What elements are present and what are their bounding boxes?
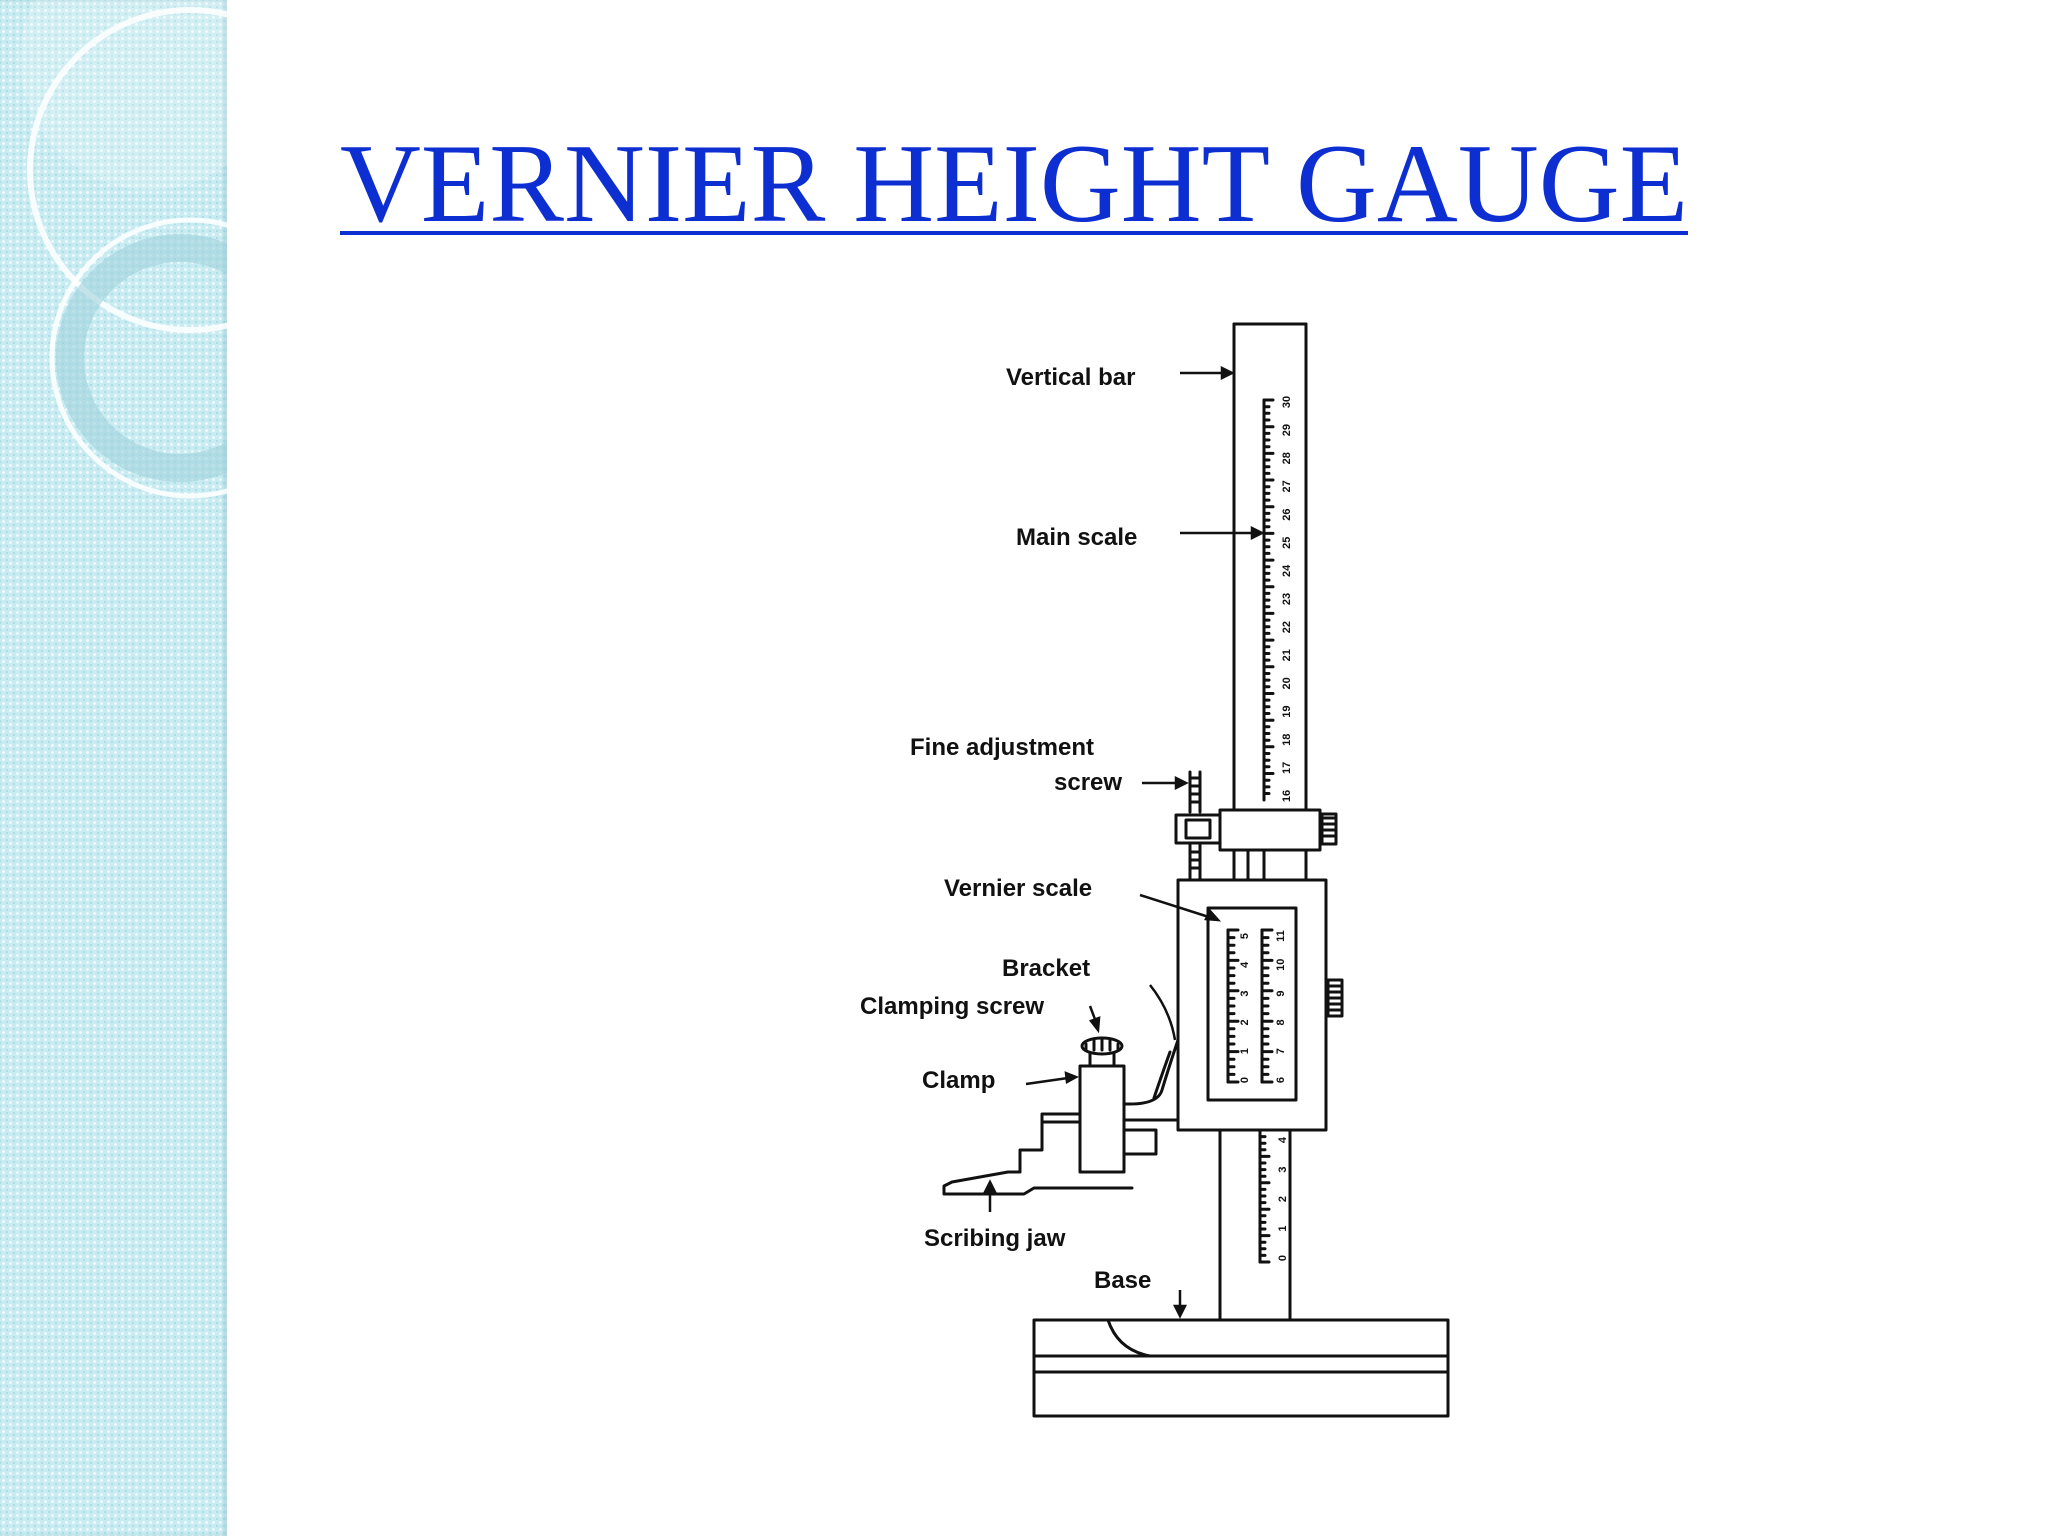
bracket xyxy=(1116,1038,1180,1106)
main-scale-number: 26 xyxy=(1281,508,1293,520)
label-main-scale: Main scale xyxy=(1016,524,1137,551)
main-scale-number: 16 xyxy=(1281,790,1293,802)
main-scale-upper xyxy=(1262,398,1275,802)
main-scale-number: 0 xyxy=(1277,1255,1289,1261)
vernier-scale-number: 0 xyxy=(1239,1077,1251,1083)
label-vertical-bar: Vertical bar xyxy=(1006,364,1135,391)
main-scale-number: 22 xyxy=(1281,621,1293,633)
main-scale-number: 21 xyxy=(1281,649,1293,661)
main-scale-number: 27 xyxy=(1281,480,1293,492)
vernier-slider xyxy=(1176,878,1344,1132)
label-fine-adjustment-line2: screw xyxy=(1054,769,1122,796)
vernier-scale-number: 11 xyxy=(1275,930,1287,942)
decorative-rings xyxy=(20,0,227,499)
label-clamping-screw: Clamping screw xyxy=(860,993,1044,1020)
vernier-scale-number: 2 xyxy=(1239,1019,1251,1025)
label-clamp: Clamp xyxy=(922,1067,995,1094)
vernier-scale-left-numbers: 0 1 2 3 4 5 xyxy=(1239,933,1251,1083)
main-scale-number: 3 xyxy=(1277,1166,1289,1172)
label-scribing-jaw: Scribing jaw xyxy=(924,1225,1066,1252)
main-scale-number: 19 xyxy=(1281,705,1293,717)
fine-adjustment-screw xyxy=(1188,770,1202,882)
vernier-scale-number: 6 xyxy=(1275,1077,1287,1083)
main-scale-number: 30 xyxy=(1281,396,1293,408)
gauge-base xyxy=(1032,1318,1450,1418)
main-scale-number: 4 xyxy=(1277,1136,1289,1143)
vernier-scale-number: 9 xyxy=(1275,991,1287,997)
vernier-scale-number: 3 xyxy=(1239,991,1251,997)
scribing-jaw xyxy=(942,1112,1134,1196)
vertical-bar xyxy=(1218,322,1308,1322)
main-scale-number: 23 xyxy=(1281,593,1293,605)
main-scale-upper-numbers: 16 17 18 19 20 21 22 23 24 25 26 27 28 29 30 xyxy=(1281,396,1293,802)
main-scale-number: 28 xyxy=(1281,452,1293,464)
vernier-scale-number: 7 xyxy=(1275,1048,1287,1054)
main-scale-number: 20 xyxy=(1281,677,1293,689)
vernier-scale-number: 10 xyxy=(1275,959,1287,971)
clamping-screw xyxy=(1080,1036,1124,1056)
main-scale-number: 18 xyxy=(1281,734,1293,746)
label-bracket: Bracket xyxy=(1002,955,1090,982)
main-scale-lower-numbers: 0 1 2 3 4 xyxy=(1277,1136,1289,1261)
slide-title: VERNIER HEIGHT GAUGE xyxy=(340,122,1688,246)
label-vernier-scale: Vernier scale xyxy=(944,875,1092,902)
main-scale-number: 1 xyxy=(1277,1225,1289,1231)
main-scale-number: 17 xyxy=(1281,762,1293,774)
main-scale-number: 24 xyxy=(1281,564,1293,577)
vernier-scale-number: 5 xyxy=(1239,933,1251,939)
main-scale-lower xyxy=(1258,1128,1271,1264)
main-scale-number: 2 xyxy=(1277,1196,1289,1202)
main-scale-number: 25 xyxy=(1281,537,1293,549)
vernier-scale-number: 8 xyxy=(1275,1019,1287,1025)
decorative-side-panel xyxy=(0,0,227,1536)
label-arrows xyxy=(982,365,1265,1319)
clamp xyxy=(1078,1050,1180,1174)
fine-adjustment-slider xyxy=(1174,808,1338,887)
vernier-scale-right-numbers: 6 7 8 9 10 11 xyxy=(1275,930,1287,1083)
label-base: Base xyxy=(1094,1267,1151,1294)
label-fine-adjustment-line1: Fine adjustment xyxy=(910,734,1094,761)
vernier-scale-number: 4 xyxy=(1239,961,1251,968)
vernier-scale-number: 1 xyxy=(1239,1048,1251,1054)
main-scale-number: 29 xyxy=(1281,424,1293,436)
vernier-scale xyxy=(1226,928,1274,1084)
